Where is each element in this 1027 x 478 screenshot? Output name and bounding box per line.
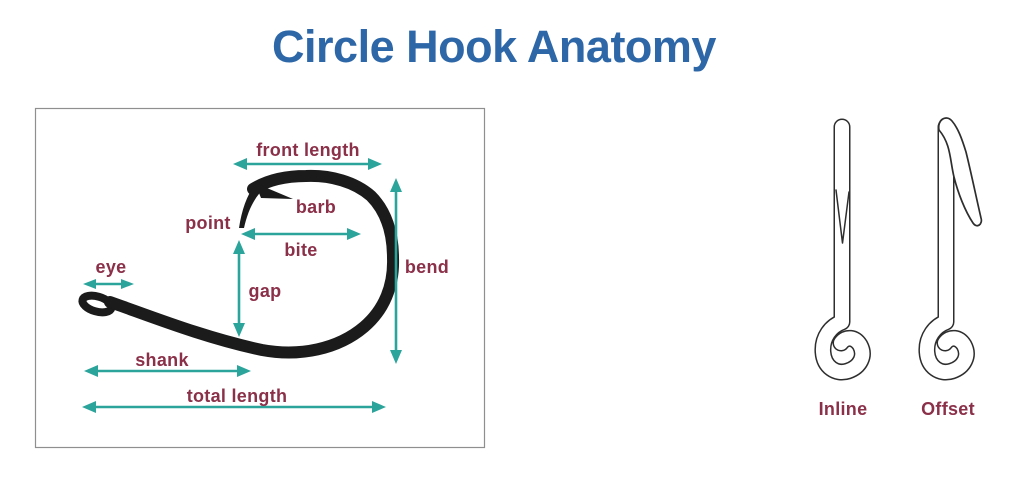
total-length-arrow [82, 401, 386, 413]
offset-point-blade [937, 117, 983, 227]
hook-wire [104, 169, 400, 359]
page-title: Circle Hook Anatomy [272, 21, 716, 72]
inline-hook-figure [814, 118, 871, 381]
bend-arrow [390, 178, 402, 364]
gap-label: gap [249, 281, 282, 301]
front-length-label: front length [256, 140, 360, 160]
offset-label: Offset [921, 399, 975, 419]
hook-point [239, 181, 265, 228]
gap-arrow [233, 240, 245, 337]
shank-label: shank [135, 350, 189, 370]
measurement-arrows [82, 158, 402, 413]
barb-label: barb [296, 197, 336, 217]
inline-label: Inline [819, 399, 868, 419]
hook-barb [255, 183, 293, 199]
inline-point-notch [835, 189, 850, 244]
shank-arrow [84, 365, 251, 377]
anatomy-labels: front length barb point bite bend eye ga… [96, 140, 449, 406]
bite-label: bite [284, 240, 317, 260]
bite-arrow [241, 228, 361, 240]
circle-hook-figure [78, 169, 400, 359]
hook-type-labels: Inline Offset [819, 399, 975, 419]
bend-label: bend [405, 257, 449, 277]
point-label: point [185, 213, 230, 233]
eye-label: eye [96, 257, 127, 277]
total-length-label: total length [187, 386, 288, 406]
eye-arrow [83, 279, 134, 289]
offset-hook-figure [918, 117, 983, 381]
front-length-arrow [233, 158, 382, 170]
